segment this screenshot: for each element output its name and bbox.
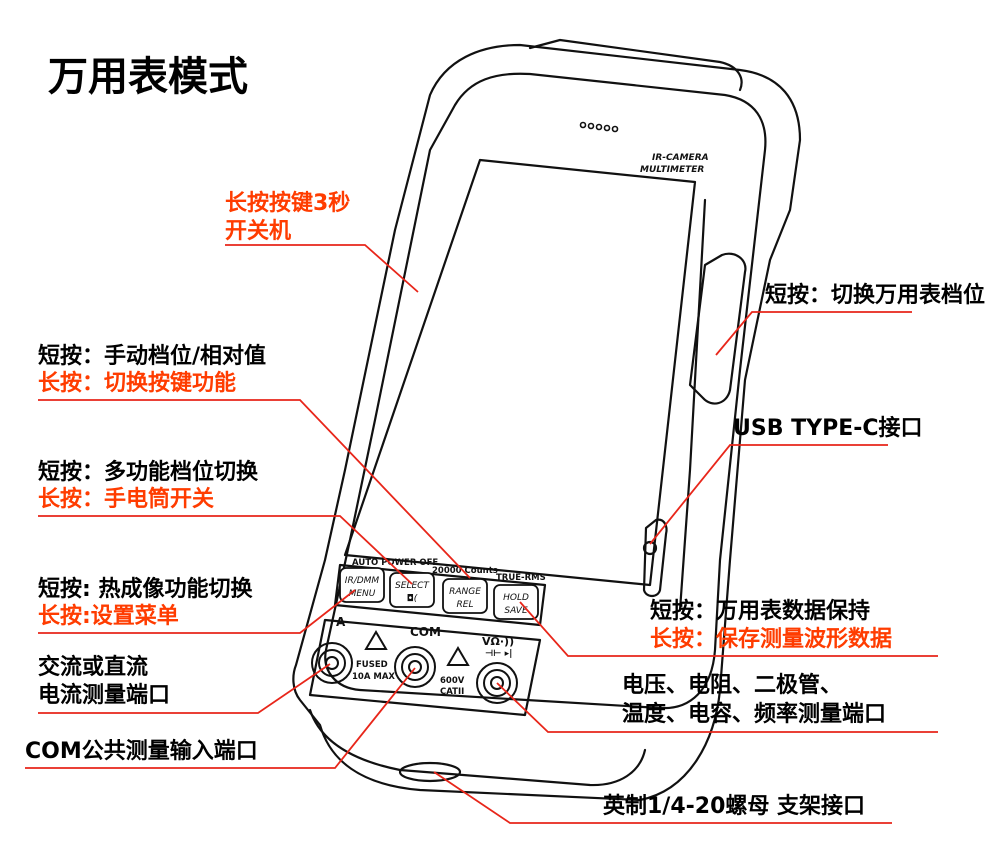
line-menu — [38, 589, 356, 634]
v-port-label-line1: 电压、电阻、二极管、 — [622, 673, 843, 698]
select-label-line2: 长按：手电筒开关 — [38, 487, 215, 512]
line-hold — [519, 601, 938, 657]
usb-port — [642, 518, 668, 598]
line-side-key — [715, 311, 912, 356]
line-com-port — [25, 667, 416, 769]
counts-text: 20000 Counts — [432, 566, 498, 576]
range-label-line1: 短按：手动档位/相对值 — [38, 344, 267, 369]
select-key — [389, 572, 435, 608]
com-port-label: COM公共测量输入端口 — [25, 739, 258, 764]
menu-label-line1: 短按: 热成像功能切换 — [38, 577, 253, 602]
input-ports — [311, 630, 518, 704]
line-v-port — [496, 682, 938, 733]
line-a-port — [38, 663, 331, 714]
hold-label-line1: 短按：万用表数据保持 — [650, 599, 871, 624]
line-usb — [649, 444, 888, 545]
port-v-text: VΩ·)) — [482, 635, 514, 648]
port-v-sub-text: ⊣⊢ ▸| — [485, 649, 512, 659]
catii-text: CATII — [440, 687, 464, 697]
a-port-label-line1: 交流或直流 — [38, 655, 149, 680]
brand-line1: IR-CAMERA — [652, 153, 709, 163]
menu-key-top: IR/DMM — [345, 576, 380, 586]
a-port-label-line2: 电流测量端口 — [38, 683, 171, 708]
port-a-text: A — [336, 615, 346, 629]
side-rail — [678, 198, 707, 612]
range-key-bottom: REL — [457, 600, 474, 610]
screen — [343, 158, 697, 587]
com-port — [394, 646, 436, 688]
callout-lines — [25, 244, 938, 824]
tripod-label: 英制1/4-20螺母 支架接口 — [603, 794, 866, 819]
line-power — [225, 244, 419, 293]
line-range — [38, 399, 471, 579]
usb-label: USB TYPE-C接口 — [733, 416, 923, 441]
select-label-line1: 短按：多功能档位切换 — [38, 460, 259, 485]
device-buttons — [339, 567, 539, 620]
line-select — [38, 515, 413, 585]
hold-label-line2: 长按：保存测量波形数据 — [650, 627, 893, 652]
brand-line2: MULTIMETER — [640, 165, 704, 175]
tripod-mount — [398, 761, 462, 783]
select-key-top: SELECT — [395, 581, 430, 591]
v600-text: 600V — [440, 676, 465, 686]
usb-port-hole — [642, 540, 658, 556]
port-panel — [308, 618, 542, 717]
range-label-line2: 长按：切换按键功能 — [38, 371, 237, 396]
v-port — [476, 662, 518, 704]
line-tripod — [433, 771, 892, 824]
port-com-text: COM — [410, 625, 441, 639]
true-rms-text: TRUE-RMS — [496, 573, 546, 583]
auto-power-off-text: AUTO POWER OFF — [352, 558, 438, 568]
warning-icon-right — [446, 646, 470, 666]
hold-key-bottom: SAVE — [504, 606, 528, 616]
warning-icon-left — [364, 630, 388, 650]
max10a-text: 10A MAX — [352, 672, 395, 682]
device-body-outline — [292, 43, 802, 802]
power-label-line2: 开关机 — [225, 219, 292, 244]
a-port — [311, 642, 353, 684]
power-label-line1: 长按按键3秒 — [225, 191, 351, 216]
range-key-top: RANGE — [449, 587, 481, 597]
top-notch — [528, 38, 743, 92]
menu-key-bottom: MENU — [349, 589, 376, 599]
speaker-dots — [579, 121, 619, 133]
select-key-bottom: ◘( — [407, 594, 418, 604]
side-key-label: 短按：切换万用表档位 — [765, 283, 986, 308]
side-key — [688, 252, 747, 405]
menu-label-line2: 长按:设置菜单 — [38, 604, 179, 629]
page-title: 万用表模式 — [48, 54, 248, 100]
range-key — [442, 578, 488, 614]
hold-key-top: HOLD — [503, 593, 529, 603]
v-port-label-line2: 温度、电容、频率测量端口 — [622, 702, 887, 727]
fused-text: FUSED — [356, 660, 388, 670]
